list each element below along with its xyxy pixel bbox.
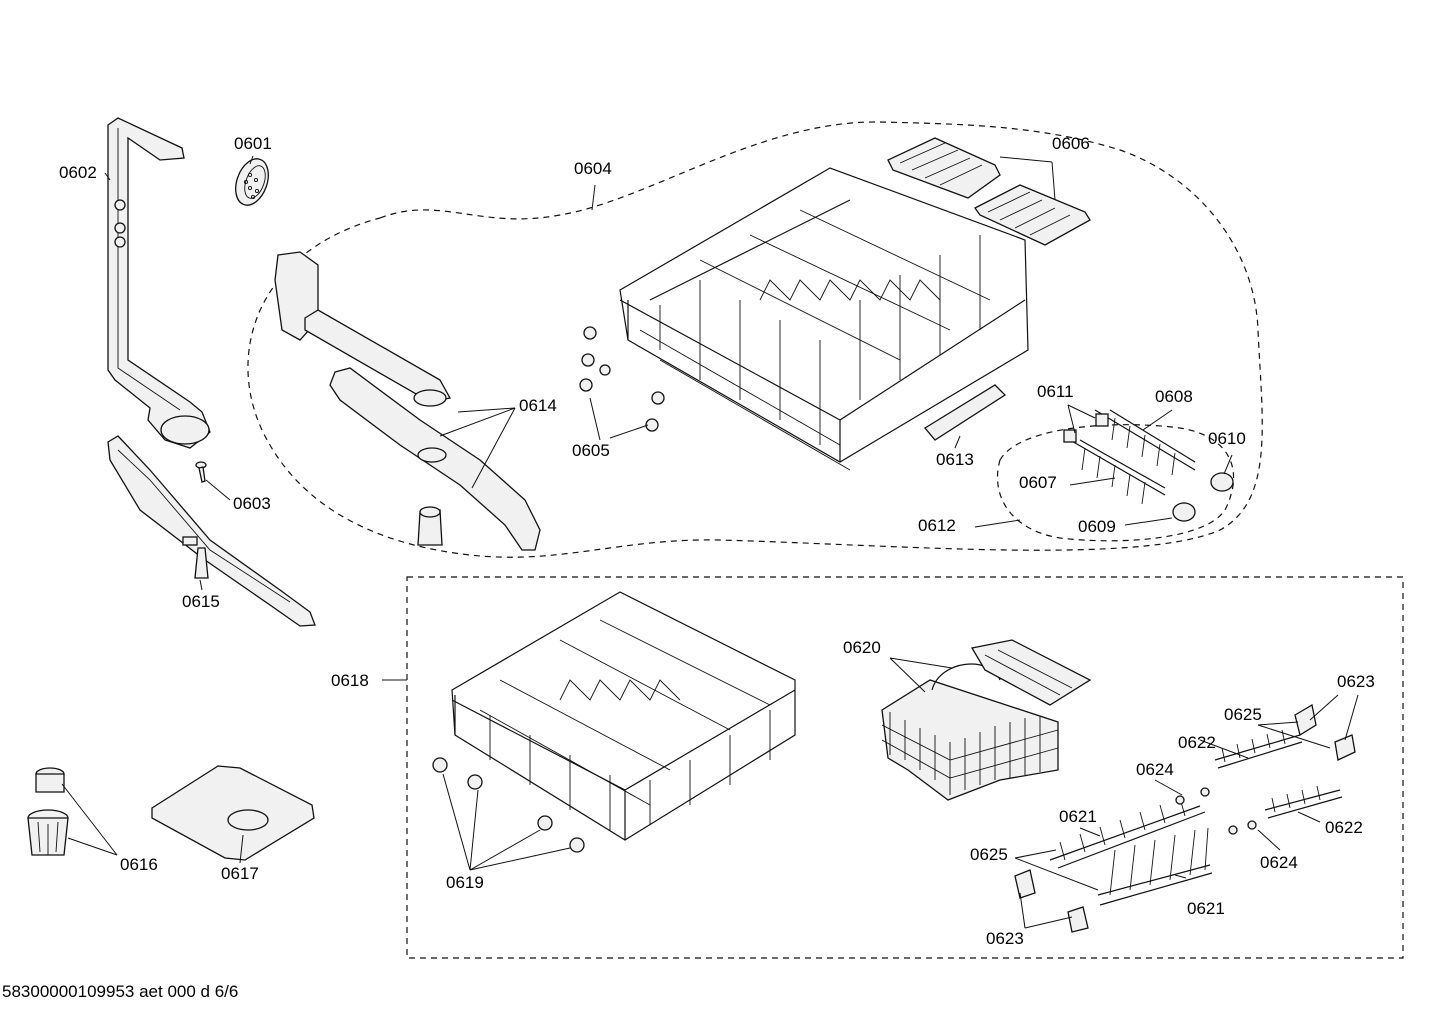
label-0623-upper: 0623 xyxy=(1337,672,1375,691)
spray-arm-supply-pipe xyxy=(107,117,211,449)
label-0609: 0609 xyxy=(1078,517,1116,536)
drain-filter xyxy=(27,767,69,856)
label-0615: 0615 xyxy=(182,592,220,611)
cutlery-basket xyxy=(881,639,1092,801)
label-0618: 0618 xyxy=(331,671,369,690)
label-0624-upper: 0624 xyxy=(1136,760,1174,779)
folding-cup-racks xyxy=(887,137,1091,246)
lower-dish-basket xyxy=(432,591,796,853)
label-0624-lower: 0624 xyxy=(1260,853,1298,872)
upper-basket-group-outline xyxy=(247,121,1263,558)
document-footer-code: 58300000109953 aet 000 d 6/6 xyxy=(2,982,239,1001)
label-0607: 0607 xyxy=(1019,473,1057,492)
lower-spray-arm xyxy=(107,435,316,627)
rack-rail-group-outline xyxy=(996,424,1235,542)
knife-racks xyxy=(1014,703,1356,933)
label-0614: 0614 xyxy=(519,396,557,415)
label-0620: 0620 xyxy=(843,638,881,657)
label-0606: 0606 xyxy=(1052,134,1090,153)
label-0622-lower: 0622 xyxy=(1325,818,1363,837)
label-0601: 0601 xyxy=(234,134,272,153)
label-0616: 0616 xyxy=(120,855,158,874)
upper-spray-arm-and-duct xyxy=(274,251,541,551)
spray-nozzle-disk xyxy=(235,158,269,206)
label-0613: 0613 xyxy=(936,450,974,469)
label-0625-lower: 0625 xyxy=(970,845,1008,864)
label-0602: 0602 xyxy=(59,163,97,182)
lower-basket-group-outline xyxy=(406,576,1404,959)
label-0621-upper: 0621 xyxy=(1059,807,1097,826)
label-0603: 0603 xyxy=(233,494,271,513)
upper-dish-basket xyxy=(579,167,1029,471)
label-0619: 0619 xyxy=(446,873,484,892)
label-0623-lower: 0623 xyxy=(986,929,1024,948)
label-0610: 0610 xyxy=(1208,429,1246,448)
label-0612: 0612 xyxy=(918,516,956,535)
leader-lines xyxy=(61,155,1359,929)
label-0622-upper: 0622 xyxy=(1178,733,1216,752)
screw xyxy=(195,461,207,483)
rack-rails xyxy=(1063,409,1234,522)
label-0605: 0605 xyxy=(572,441,610,460)
label-0608: 0608 xyxy=(1155,387,1193,406)
flat-sieve xyxy=(151,765,315,861)
label-0611: 0611 xyxy=(1037,382,1074,401)
label-0625-upper: 0625 xyxy=(1224,705,1262,724)
label-0617: 0617 xyxy=(221,864,259,883)
label-0621-lower: 0621 xyxy=(1187,899,1225,918)
label-0604: 0604 xyxy=(574,159,612,178)
